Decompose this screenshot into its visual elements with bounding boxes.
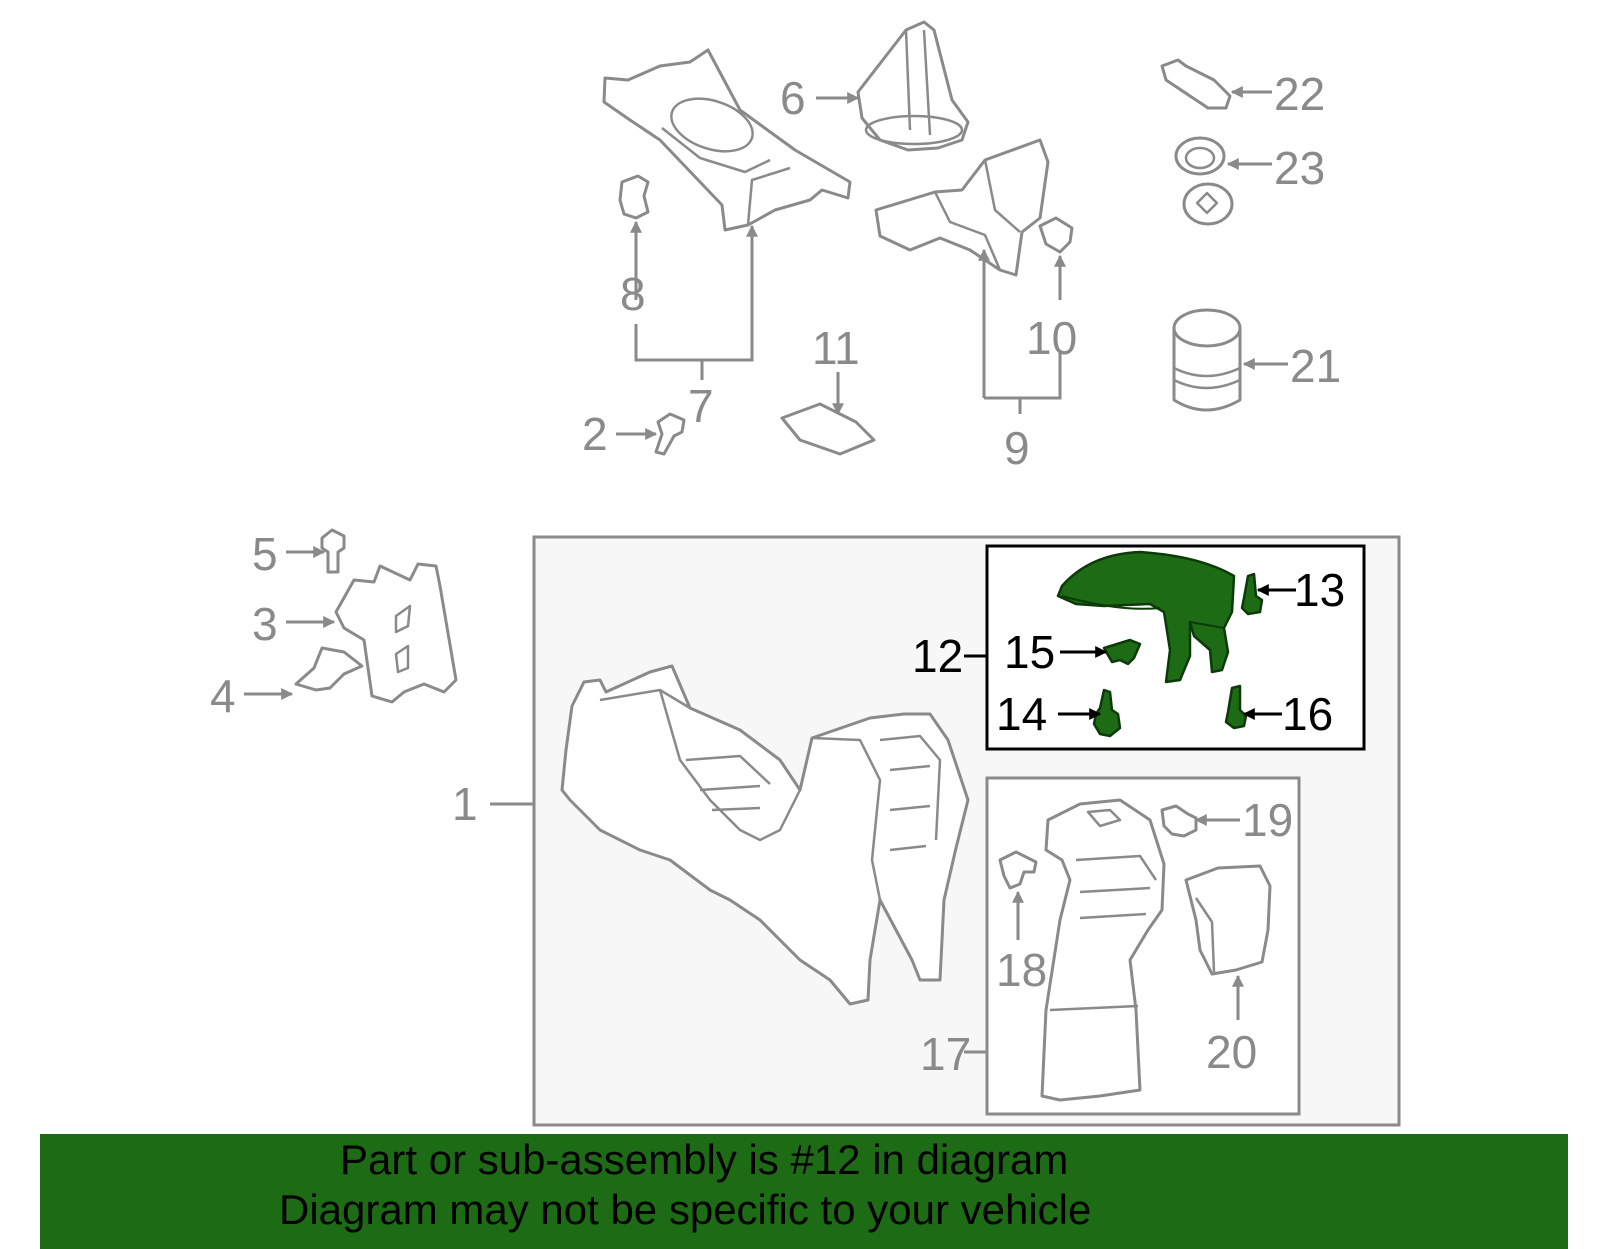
callout-12: 12 bbox=[912, 630, 963, 682]
part-1-console-body bbox=[560, 664, 970, 1006]
callout-16: 16 bbox=[1282, 688, 1333, 740]
callout-18: 18 bbox=[996, 944, 1047, 996]
callout-20: 20 bbox=[1206, 1026, 1257, 1078]
info-banner: Part or sub-assembly is #12 in diagram D… bbox=[40, 1134, 1568, 1249]
part-8-clip bbox=[618, 174, 650, 220]
callout-labels: 1 2 3 4 5 6 7 8 9 10 11 12 13 14 15 16 1… bbox=[210, 68, 1345, 1080]
callout-17: 17 bbox=[920, 1028, 971, 1080]
part-11-pad bbox=[780, 402, 876, 456]
callout-11: 11 bbox=[812, 322, 860, 374]
part-19-clip bbox=[1160, 804, 1198, 838]
part-4-bracket bbox=[294, 646, 364, 692]
part-15-clip bbox=[1102, 638, 1142, 666]
part-2-bolt bbox=[654, 412, 686, 456]
callout-21: 21 bbox=[1290, 340, 1341, 392]
part-14-clip bbox=[1092, 688, 1122, 738]
callout-6: 6 bbox=[780, 72, 806, 124]
callout-1: 1 bbox=[452, 778, 478, 830]
callout-10: 10 bbox=[1026, 312, 1077, 364]
banner-line-2: Diagram may not be specific to your vehi… bbox=[279, 1186, 1092, 1233]
part-17-rear-panel bbox=[1040, 798, 1166, 1102]
callout-5: 5 bbox=[252, 528, 278, 580]
callout-15: 15 bbox=[1004, 626, 1055, 678]
part-9-support-bracket bbox=[874, 138, 1050, 277]
part-12-armrest-lid bbox=[1056, 550, 1236, 684]
callout-7: 7 bbox=[688, 380, 714, 432]
leader-lines bbox=[244, 86, 1296, 1054]
callout-22: 22 bbox=[1274, 68, 1325, 120]
part-23-power-outlet bbox=[1174, 136, 1234, 226]
callout-9: 9 bbox=[1004, 422, 1030, 474]
part-18-clip bbox=[998, 850, 1038, 890]
part-16-clip bbox=[1224, 684, 1248, 730]
callout-4: 4 bbox=[210, 670, 236, 722]
callout-14: 14 bbox=[996, 688, 1047, 740]
callout-23: 23 bbox=[1274, 142, 1325, 194]
part-22-socket bbox=[1160, 58, 1232, 110]
part-7-shift-bezel bbox=[602, 48, 852, 232]
callout-19: 19 bbox=[1242, 794, 1293, 846]
callout-2: 2 bbox=[582, 408, 608, 460]
part-5-bolt bbox=[320, 528, 346, 574]
callout-3: 3 bbox=[252, 598, 278, 650]
part-10-clip bbox=[1038, 216, 1074, 254]
banner-line-1: Part or sub-assembly is #12 in diagram bbox=[340, 1136, 1069, 1183]
part-6-shift-boot bbox=[856, 20, 970, 152]
part-21-cup-holder bbox=[1172, 308, 1242, 412]
part-3-bracket bbox=[334, 562, 458, 704]
callout-13: 13 bbox=[1294, 564, 1345, 616]
part-13-clip bbox=[1240, 572, 1264, 616]
callout-8: 8 bbox=[620, 268, 646, 320]
part-20-cover bbox=[1184, 864, 1272, 976]
